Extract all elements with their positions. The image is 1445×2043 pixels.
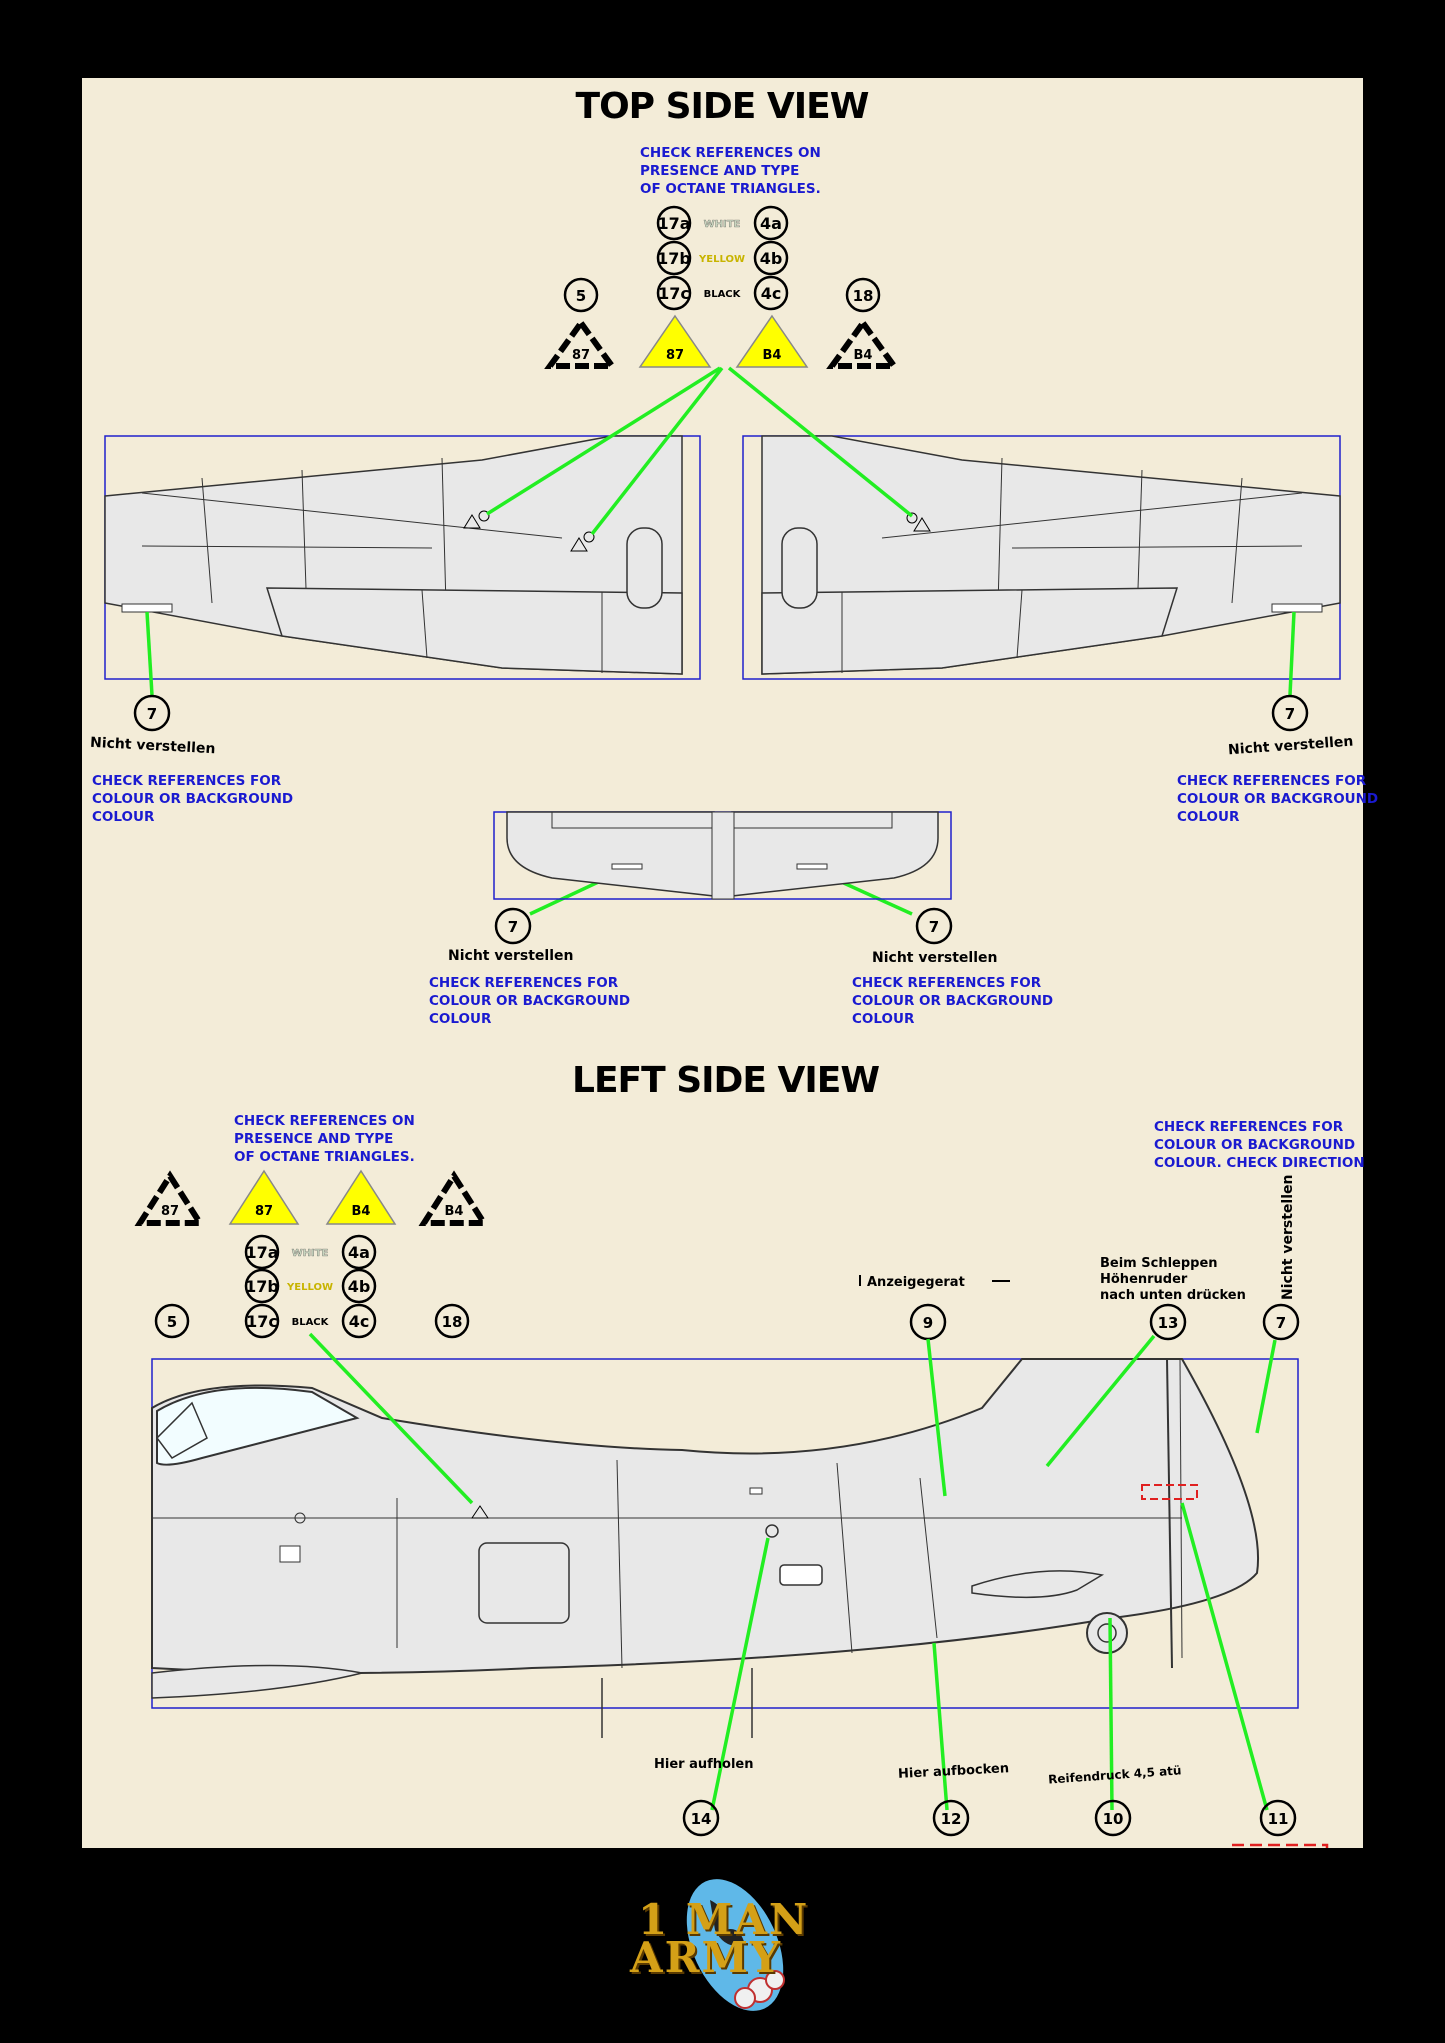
callout-14-label: Hier aufholen <box>654 1757 754 1772</box>
left-wing-callout-7: 7 <box>147 705 157 723</box>
ref-17c: 17c <box>658 284 690 303</box>
left-triangle-b4-yellow: B4 <box>325 1169 397 1225</box>
svg-text:YELLOW: YELLOW <box>286 1282 333 1293</box>
callout-7: 7 <box>1276 1314 1286 1332</box>
left-view-diagram: 87 87 B4 B4 17a WHITE 4a 17b YELLOW 4b <box>134 1169 1329 1848</box>
ref-4a: 4a <box>760 214 782 233</box>
left-leader-lines <box>308 1332 1277 1811</box>
right-wing-note: CHECK REFERENCES FOR COLOUR OR BACKGROUN… <box>1177 773 1379 825</box>
top-leader-lines <box>145 366 1296 916</box>
top-colour-row-a: 17a WHITE 4a <box>656 205 789 241</box>
tail-right-label: Nicht verstellen <box>872 950 998 966</box>
top-callout-5: 5 <box>576 287 586 305</box>
right-wing-drawing <box>742 435 1341 680</box>
anzeigegerat-label: Anzeigegerat <box>867 1275 965 1290</box>
callout-10: 10 <box>1103 1810 1124 1828</box>
ref-17b: 17b <box>657 249 691 268</box>
svg-text:B4: B4 <box>352 1204 371 1219</box>
svg-text:87: 87 <box>161 1204 179 1219</box>
svg-text:17c: 17c <box>246 1312 278 1331</box>
left-direction-note: CHECK REFERENCES FOR COLOUR OR BACKGROUN… <box>1154 1119 1365 1171</box>
svg-text:B4: B4 <box>763 348 782 363</box>
callout-13-label: Beim Schleppen Höhenruder nach unten drü… <box>1100 1256 1246 1303</box>
svg-text:4b: 4b <box>348 1277 371 1296</box>
tail-right-callout-7: 7 <box>929 918 939 936</box>
callout-9: 9 <box>923 1314 933 1332</box>
colour-white-label: WHITE <box>704 219 741 230</box>
top-triangle-87-yellow: 87 <box>638 314 712 368</box>
left-triangle-b4-black: B4 <box>418 1170 490 1226</box>
left-callout-5: 5 <box>167 1313 177 1331</box>
left-colour-row-b: 17b YELLOW 4b <box>244 1268 377 1304</box>
fuselage-drawing <box>151 1358 1299 1738</box>
left-colour-row-a: 17a WHITE 4a <box>244 1234 377 1270</box>
decal-sheet: TOP SIDE VIEW CHECK REFERENCES ON PRESEN… <box>82 78 1378 1848</box>
vertical-nicht-verstellen: Nicht verstellen <box>1280 1175 1296 1300</box>
left-view-title: LEFT SIDE VIEW <box>572 1060 880 1101</box>
svg-text:BLACK: BLACK <box>292 1317 330 1328</box>
svg-text:WHITE: WHITE <box>292 1248 329 1259</box>
svg-text:17a: 17a <box>245 1243 278 1262</box>
svg-text:4c: 4c <box>349 1312 370 1331</box>
top-triangle-b4-black: B4 <box>826 317 900 369</box>
top-colour-row-b: 17b YELLOW 4b <box>656 240 789 276</box>
left-wing-note: CHECK REFERENCES FOR COLOUR OR BACKGROUN… <box>92 773 294 825</box>
tail-left-callout-7: 7 <box>508 918 518 936</box>
svg-text:B4: B4 <box>854 348 873 363</box>
tailplane-drawing <box>493 811 952 900</box>
top-octane-note: CHECK REFERENCES ON PRESENCE AND TYPE OF… <box>640 145 821 197</box>
left-wing-drawing <box>104 435 701 680</box>
ref-17a: 17a <box>657 214 690 233</box>
top-triangle-b4-yellow: B4 <box>735 314 809 368</box>
callout-12: 12 <box>941 1810 962 1828</box>
svg-text:4a: 4a <box>348 1243 370 1262</box>
ref-4c: 4c <box>761 284 782 303</box>
left-callout-18: 18 <box>442 1313 463 1331</box>
logo-line-1: 1 MAN <box>638 1895 810 1944</box>
red-dashed-box-icon <box>1230 1843 1329 1848</box>
top-colour-row-c: 17c BLACK 4c <box>656 275 789 311</box>
tail-left-note: CHECK REFERENCES FOR COLOUR OR BACKGROUN… <box>429 975 631 1027</box>
colour-black-label: BLACK <box>704 289 742 300</box>
right-wing-callout-7: 7 <box>1285 705 1295 723</box>
top-callout-18: 18 <box>853 287 874 305</box>
callout-11: 11 <box>1268 1810 1289 1828</box>
svg-text:87: 87 <box>572 348 590 363</box>
svg-text:87: 87 <box>255 1204 273 1219</box>
left-triangle-87-yellow: 87 <box>228 1169 300 1225</box>
left-colour-row-c: 17c BLACK 4c <box>244 1303 377 1339</box>
svg-text:17b: 17b <box>245 1277 279 1296</box>
callout-13: 13 <box>1158 1314 1179 1332</box>
left-octane-note: CHECK REFERENCES ON PRESENCE AND TYPE OF… <box>234 1113 415 1165</box>
one-man-army-logo: 1 MAN ARMY <box>630 1870 820 2020</box>
colour-yellow-label: YELLOW <box>698 254 745 265</box>
top-view-title: TOP SIDE VIEW <box>575 86 870 127</box>
left-triangle-87-black: 87 <box>134 1170 206 1226</box>
svg-text:87: 87 <box>666 348 684 363</box>
tail-right-note: CHECK REFERENCES FOR COLOUR OR BACKGROUN… <box>852 975 1054 1027</box>
logo-line-2: ARMY <box>630 1933 782 1982</box>
svg-text:B4: B4 <box>445 1204 464 1219</box>
top-view-diagram: 17a WHITE 4a 17b YELLOW 4b 17c BLACK 4c … <box>104 205 1341 945</box>
tail-left-label: Nicht verstellen <box>448 948 574 964</box>
callout-14: 14 <box>691 1810 712 1828</box>
ref-4b: 4b <box>760 249 783 268</box>
top-triangle-87-black: 87 <box>544 317 618 369</box>
